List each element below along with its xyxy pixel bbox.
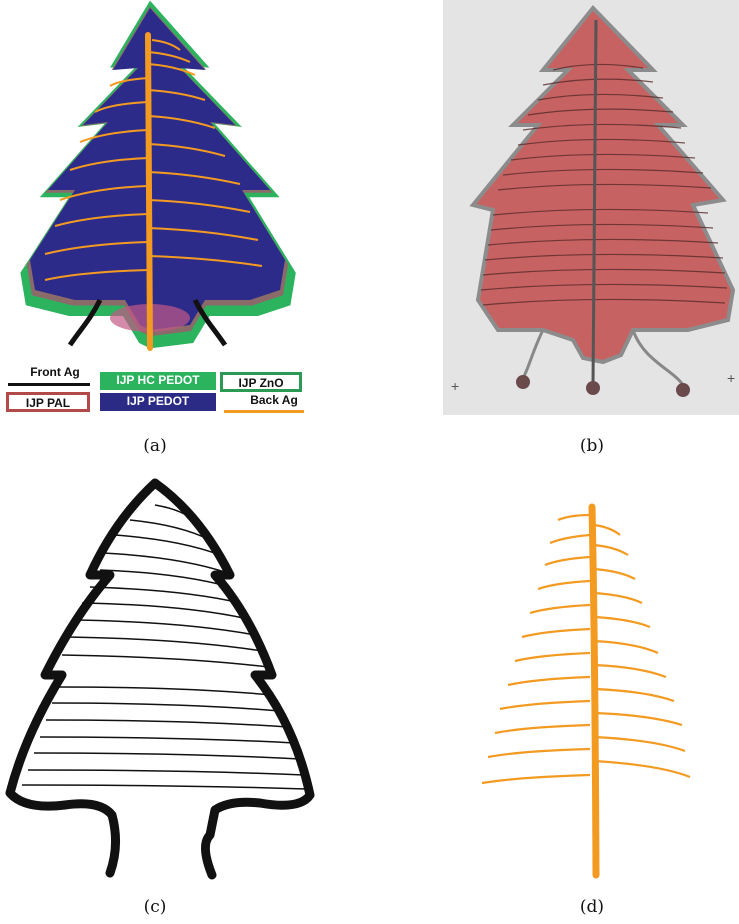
legend-ijp-zno: IJP ZnO [220,372,302,392]
tree-back-ag-electrode [470,495,710,885]
legend-ijp-pedot: IJP PEDOT [100,393,216,411]
tree-diagram-layers [0,0,330,360]
photo-marker-left: + [451,378,459,394]
panel-d [470,495,710,885]
caption-a: (a) [125,436,185,456]
legend-back-ag: Back Ag [244,392,304,408]
caption-b: (b) [562,436,622,456]
legend-back-ag-line [224,410,304,413]
caption-d: (d) [562,897,622,917]
panel-b: + + [443,0,739,415]
panel-c [0,475,330,885]
legend-ijp-hc-pedot: IJP HC PEDOT [100,372,216,390]
photo-marker-right: + [727,370,735,386]
tree-outline-front-ag [0,475,330,885]
legend-front-ag-line [8,383,90,386]
legend-ijp-pal: IJP PAL [6,392,90,412]
legend-front-ag: Front Ag [20,364,90,380]
tree-photo [443,0,739,415]
caption-c: (c) [125,897,185,917]
panel-a [0,0,330,360]
